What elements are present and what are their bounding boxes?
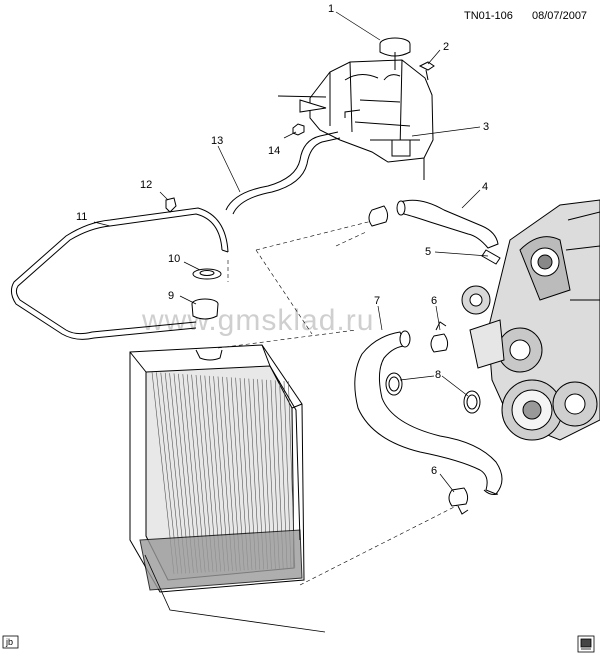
lower-hose [354, 330, 503, 495]
leader-dash-lines [217, 219, 469, 586]
bolt [418, 61, 435, 81]
callout-2: 2 [443, 41, 449, 53]
callout-1: 1 [328, 3, 334, 15]
corner-tag-label: jb [5, 637, 13, 647]
callout-6-upper: 6 [431, 295, 437, 307]
upper-hose [368, 199, 501, 265]
hose-clamps [385, 372, 481, 414]
callout-9: 9 [168, 290, 174, 302]
callout-13: 13 [211, 135, 223, 147]
callout-12: 12 [140, 179, 152, 191]
callout-8: 8 [435, 369, 441, 381]
callout-6-lower: 6 [431, 465, 437, 477]
hose-clip [165, 197, 177, 213]
diagram-date: 08/07/2007 [532, 10, 587, 22]
callout-5: 5 [425, 246, 431, 258]
corner-tag: jb [2, 635, 19, 649]
callout-10: 10 [168, 253, 180, 265]
coolant-reservoir [277, 59, 434, 180]
callout-7: 7 [374, 295, 380, 307]
callout-11: 11 [76, 211, 87, 223]
reservoir-cap [379, 37, 411, 70]
radiator [129, 344, 305, 593]
watermark: www.gmsklad.ru [141, 304, 374, 337]
engine-front [461, 199, 600, 441]
callout-14: 14 [268, 145, 280, 157]
callout-3: 3 [483, 121, 489, 133]
bypass-hose [10, 207, 229, 340]
gasket [192, 268, 222, 280]
nut [292, 123, 305, 136]
book-icon [577, 635, 595, 653]
leader-lines [93, 11, 489, 493]
spring-clamps [430, 321, 469, 515]
radiator-cap [191, 298, 219, 320]
diagram-code: TN01-106 [464, 10, 513, 22]
callout-4: 4 [482, 181, 488, 193]
radiator-dash-line [144, 554, 326, 633]
overflow-hose [225, 131, 341, 215]
